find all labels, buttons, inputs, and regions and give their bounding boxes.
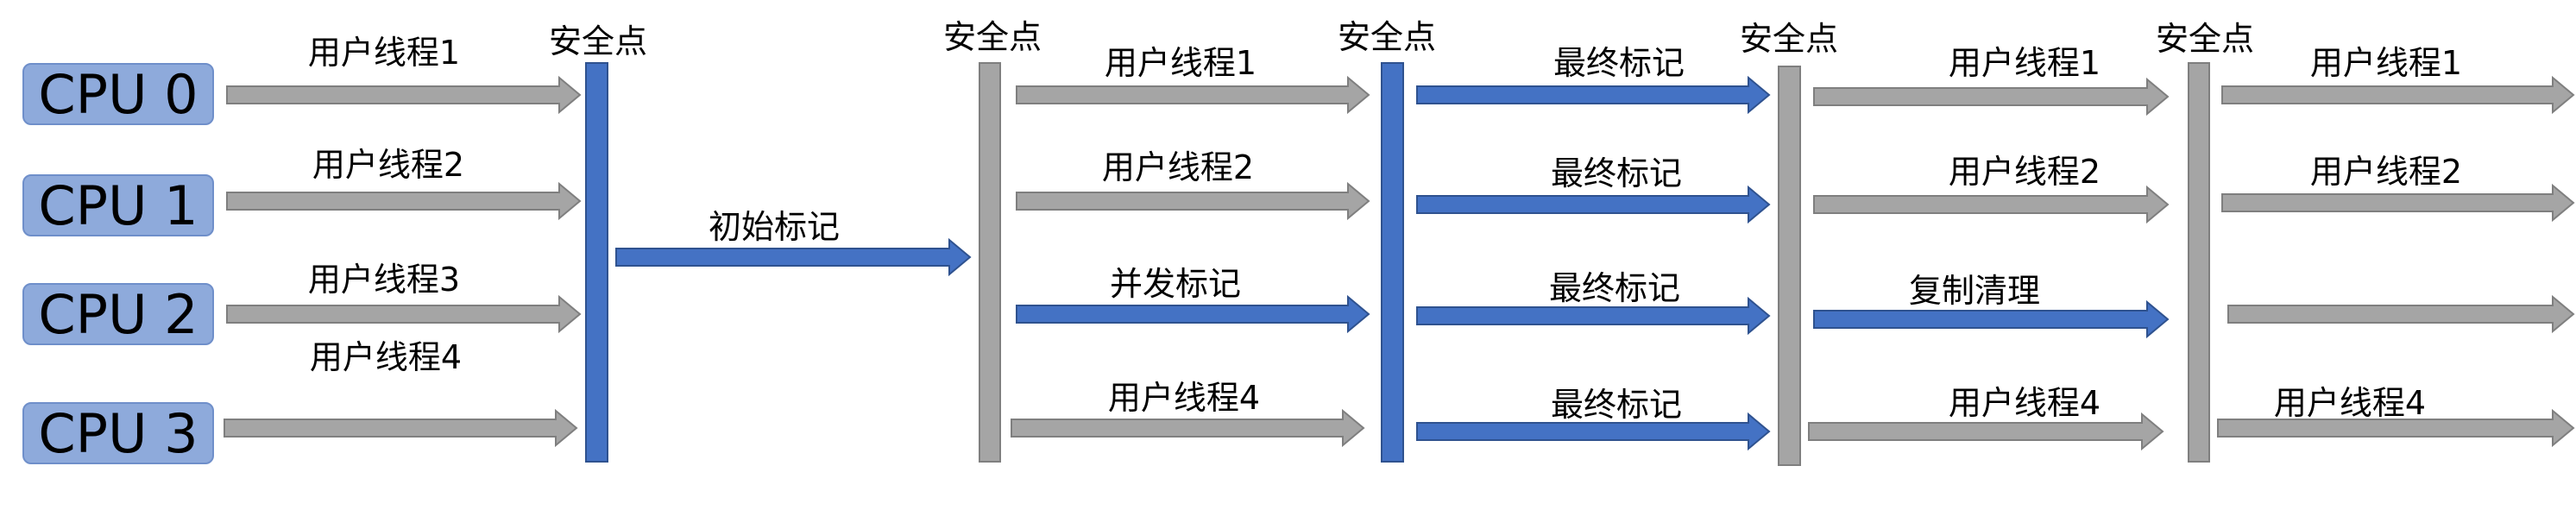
arrow-user2-b	[1016, 181, 1370, 221]
safepoint-bar-5	[2188, 62, 2210, 463]
label-user-thread-2-c: 用户线程2	[1948, 153, 2101, 191]
arrow-final-mark-2	[1416, 185, 1771, 224]
safepoint-bar-4	[1778, 66, 1801, 466]
arrow-user2-c	[1813, 185, 2170, 224]
label-user-thread-1-b: 用户线程1	[1104, 44, 1257, 82]
arrow-user1-c	[1813, 77, 2170, 116]
arrow-cpu2-user3	[226, 294, 582, 334]
label-final-mark-4: 最终标记	[1550, 386, 1683, 424]
arrow-initial-mark	[615, 237, 972, 277]
arrow-final-mark-1	[1416, 75, 1771, 115]
safepoint-label-2: 安全点	[942, 18, 1042, 56]
arrow-user3-d	[2227, 294, 2575, 334]
arrow-final-mark-3	[1416, 296, 1771, 336]
cpu-0-box: CPU 0	[22, 63, 214, 126]
arrow-user4-d	[2217, 408, 2575, 448]
safepoint-label-4: 安全点	[1739, 20, 1839, 58]
arrow-user1-d	[2221, 75, 2575, 115]
label-concurrent-mark: 并发标记	[1109, 265, 1242, 303]
label-user-thread-2-b: 用户线程2	[1101, 148, 1255, 186]
label-final-mark-2: 最终标记	[1550, 154, 1683, 192]
arrow-concurrent-mark	[1016, 294, 1370, 334]
safepoint-label-1: 安全点	[548, 22, 648, 60]
safepoint-bar-3	[1381, 62, 1404, 463]
label-user-thread-4-a: 用户线程4	[309, 338, 463, 376]
label-user-thread-1-c: 用户线程1	[1948, 44, 2101, 82]
arrow-final-mark-4	[1416, 412, 1771, 451]
arrow-user4-c	[1808, 412, 2164, 451]
arrow-cpu0-user1	[226, 75, 582, 115]
arrow-copy-cleanup	[1813, 299, 2170, 339]
arrow-cpu3-user4	[224, 408, 578, 448]
label-user-thread-4-c: 用户线程4	[1948, 384, 2101, 422]
arrow-user1-b	[1016, 75, 1370, 115]
label-user-thread-1-d: 用户线程1	[2309, 44, 2463, 82]
label-user-thread-2-a: 用户线程2	[312, 146, 465, 184]
arrow-user4-b	[1011, 408, 1365, 448]
safepoint-label-3: 安全点	[1337, 18, 1437, 56]
cpu-1-box: CPU 1	[22, 174, 214, 237]
label-copy-cleanup: 复制清理	[1908, 272, 2041, 310]
cpu-2-box: CPU 2	[22, 283, 214, 346]
safepoint-bar-2	[979, 62, 1001, 463]
label-user-thread-4-b: 用户线程4	[1107, 379, 1261, 417]
safepoint-label-5: 安全点	[2155, 20, 2255, 58]
arrow-cpu1-user2	[226, 181, 582, 221]
label-initial-mark: 初始标记	[708, 208, 841, 246]
label-user-thread-2-d: 用户线程2	[2309, 153, 2463, 191]
arrow-user2-d	[2221, 183, 2575, 223]
label-user-thread-4-d: 用户线程4	[2273, 384, 2427, 422]
label-final-mark-3: 最终标记	[1548, 269, 1681, 307]
label-user-thread-3-a: 用户线程3	[307, 261, 461, 299]
label-final-mark-1: 最终标记	[1553, 44, 1685, 82]
cpu-3-box: CPU 3	[22, 402, 214, 465]
safepoint-bar-1	[585, 62, 608, 463]
label-user-thread-1-a: 用户线程1	[307, 34, 461, 72]
